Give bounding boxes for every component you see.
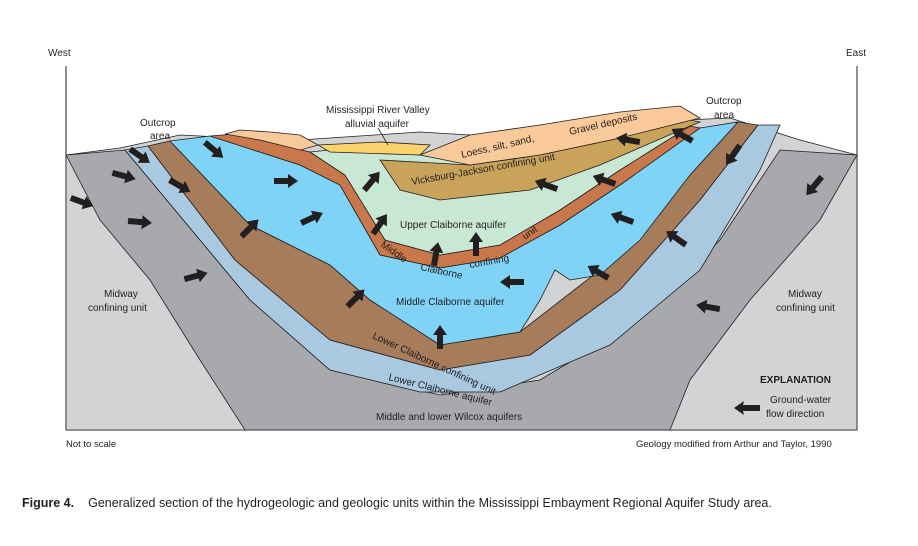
flow-direction-arrow xyxy=(534,177,559,192)
midway-left-line2: confining unit xyxy=(88,303,147,314)
flow-direction-arrow xyxy=(370,214,387,236)
flow-direction-arrow xyxy=(128,146,150,163)
flow-direction-arrow xyxy=(239,219,259,239)
flow-direction-arrow xyxy=(671,127,694,144)
flow-direction-arrow xyxy=(806,174,825,196)
flow-direction-arrow xyxy=(274,174,298,188)
flow-direction-arrow xyxy=(726,143,743,165)
flow-direction-arrow xyxy=(500,275,524,289)
flow-direction-arrow xyxy=(361,171,380,193)
not-to-scale-label: Not to scale xyxy=(66,439,116,450)
flow-direction-arrow xyxy=(616,132,641,147)
flow-arrows xyxy=(69,127,825,349)
flow-direction-arrow xyxy=(610,210,635,225)
flow-direction-arrow xyxy=(202,139,224,158)
loess-gravel-deposits xyxy=(418,105,702,166)
surface-cap-left xyxy=(224,129,320,151)
figure-caption-text: Generalized section of the hydrogeologic… xyxy=(88,496,772,510)
alluvial-aquifer xyxy=(316,141,431,156)
flow-direction-arrow xyxy=(345,289,365,309)
flow-direction-arrow xyxy=(429,242,444,267)
figure-number: Figure 4. xyxy=(22,496,75,510)
mrv-label-line2: alluvial aquifer xyxy=(345,119,410,130)
outcrop-right-line1: Outcrop xyxy=(706,96,742,107)
midway-right-line2: confining unit xyxy=(776,303,835,314)
alluvial-pointer xyxy=(377,127,389,146)
flow-direction-arrow xyxy=(469,232,483,256)
hydrogeologic-section: West East Outcrop area Outcrop area Miss… xyxy=(48,48,866,450)
explanation-flow-line1: Ground-water xyxy=(770,395,832,406)
flow-direction-arrow xyxy=(433,325,447,349)
source-label: Geology modified from Arthur and Taylor,… xyxy=(636,439,832,450)
flow-direction-arrow xyxy=(299,210,323,226)
flow-direction-arrow xyxy=(696,299,721,314)
explanation-arrow-icon xyxy=(734,401,760,415)
explanation-flow-line2: flow direction xyxy=(766,409,824,420)
flow-direction-arrow xyxy=(183,268,208,283)
flow-direction-arrow xyxy=(587,264,610,281)
outcrop-right-line2: area xyxy=(714,110,734,121)
outcrop-left-line1: Outcrop xyxy=(140,118,176,129)
flow-direction-arrow xyxy=(69,195,94,210)
west-label: West xyxy=(48,48,71,59)
midway-left-line1: Midway xyxy=(104,289,138,300)
middle-claiborne-aquifer-label: Middle Claiborne aquifer xyxy=(396,297,505,308)
flow-direction-arrow xyxy=(592,172,617,187)
upper-claiborne-label: Upper Claiborne aquifer xyxy=(400,220,507,231)
flow-direction-arrow xyxy=(111,169,136,184)
midway-right-line1: Midway xyxy=(788,289,822,300)
east-label: East xyxy=(846,48,866,59)
flow-direction-arrow xyxy=(168,177,191,194)
wilcox-label: Middle and lower Wilcox aquifers xyxy=(376,412,522,423)
outcrop-left-line2: area xyxy=(150,131,170,142)
explanation-title: EXPLANATION xyxy=(760,375,831,386)
flow-direction-arrow xyxy=(127,215,152,230)
flow-direction-arrow xyxy=(666,231,688,248)
figure-caption: Figure 4. Generalized section of the hydr… xyxy=(22,496,902,510)
mrv-label-line1: Mississippi River Valley xyxy=(326,105,430,116)
